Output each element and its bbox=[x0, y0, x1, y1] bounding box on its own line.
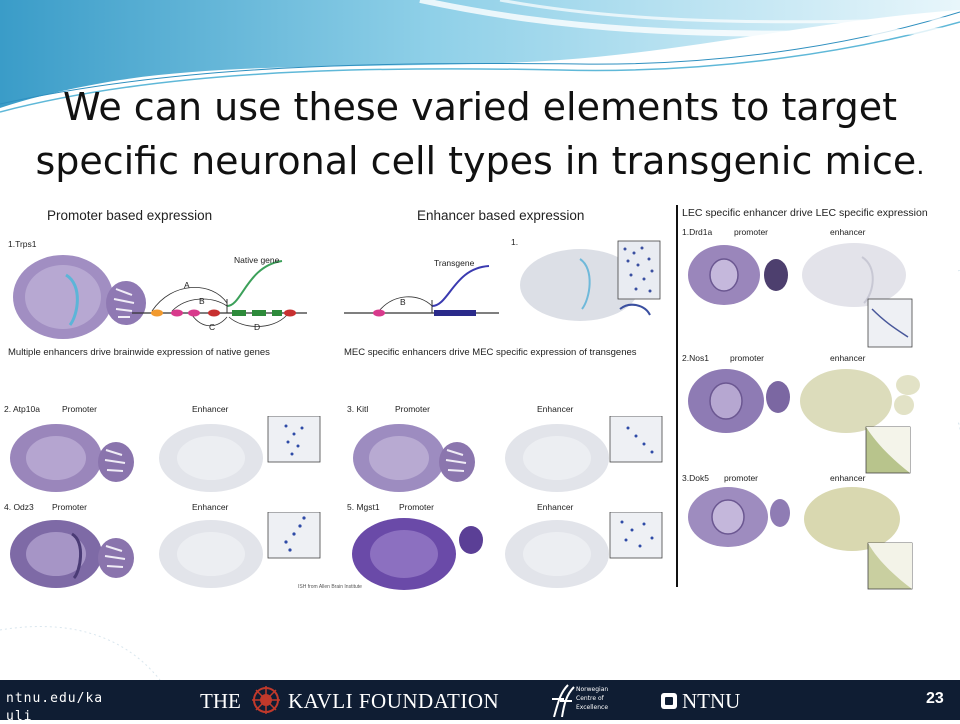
enhancer-header: Enhancer based expression bbox=[417, 208, 585, 223]
kavli-the-text: THE bbox=[200, 689, 241, 713]
enhancer-letter-d: D bbox=[254, 322, 261, 332]
lec-nos1-promoter-image bbox=[688, 369, 790, 433]
brain-mgst1-enhancer-image bbox=[505, 512, 663, 588]
lec-header: LEC specific enhancer drive LEC specific… bbox=[682, 207, 928, 219]
brain-odz3-enhancer-image bbox=[159, 512, 321, 588]
panel-odz3-promoter-label: Promoter bbox=[52, 502, 87, 512]
lec-nos1-enhancer-image bbox=[800, 369, 920, 474]
norwegian-coe-line1: Norwegian bbox=[576, 686, 609, 693]
brain-mgst1-promoter-image bbox=[352, 518, 483, 590]
panel-atp10a-label: 2. Atp10a bbox=[4, 404, 40, 414]
slide-title-text: We can use these varied elements to targ… bbox=[35, 85, 917, 183]
norwegian-coe-logo-icon bbox=[552, 684, 575, 717]
panel-odz3-enhancer-label: Enhancer bbox=[192, 502, 229, 512]
transgene-label: Transgene bbox=[434, 258, 475, 268]
lec-drd1a-label: 1.Drd1a bbox=[682, 227, 713, 237]
brain-kitl-enhancer-image bbox=[505, 416, 663, 492]
caption-transgenes: MEC specific enhancers drive MEC specifi… bbox=[344, 347, 637, 358]
brain-odz3-promoter-image bbox=[10, 520, 134, 588]
panel-kitl-label: 3. Kitl bbox=[347, 404, 369, 414]
background-circles-decoration bbox=[0, 626, 161, 680]
enhancer-letter-c: C bbox=[209, 322, 216, 332]
panel-mgst1-promoter-label: Promoter bbox=[399, 502, 434, 512]
norwegian-coe-line3: Excellence bbox=[576, 704, 609, 711]
lec-drd1a-promoter-image bbox=[688, 245, 788, 305]
figure-expression-diagram: Promoter based expression Enhancer based… bbox=[2, 203, 666, 363]
norwegian-coe-line2: Centre of bbox=[576, 695, 604, 702]
allen-credit-label: ISH from Allen Brain Institute bbox=[298, 584, 362, 590]
brain-kitl-promoter-image bbox=[353, 424, 475, 492]
enhancer-letter-b-right: B bbox=[400, 297, 406, 307]
lec-dok5-enhancer-label: enhancer bbox=[830, 473, 866, 483]
kavli-logo-icon bbox=[252, 686, 280, 714]
lec-nos1-enhancer-label: enhancer bbox=[830, 353, 866, 363]
brain-section-enhancer-image bbox=[520, 240, 661, 321]
lec-dok5-enhancer-image bbox=[804, 487, 913, 590]
slide-title-period: . bbox=[916, 151, 925, 181]
brain-section-trps1-image bbox=[13, 255, 146, 339]
panel-atp10a-enhancer-label: Enhancer bbox=[192, 404, 229, 414]
promoter-header: Promoter based expression bbox=[47, 208, 213, 223]
panel-odz3-label: 4. Odz3 bbox=[4, 502, 34, 512]
panel-kitl-enhancer-label: Enhancer bbox=[537, 404, 574, 414]
caption-native-genes: Multiple enhancers drive brainwide expre… bbox=[8, 347, 270, 358]
enhancer-letter-b: B bbox=[199, 296, 205, 306]
panel-kitl-promoter-label: Promoter bbox=[395, 404, 430, 414]
footer-url-link-line2[interactable]: uli bbox=[6, 709, 33, 724]
kavli-foundation-text: KAVLI FOUNDATION bbox=[288, 689, 500, 713]
lec-dok5-promoter-image bbox=[688, 487, 790, 547]
slide-title: We can use these varied elements to targ… bbox=[0, 80, 960, 193]
native-gene-diagram bbox=[132, 260, 307, 327]
ntnu-logo-icon bbox=[661, 693, 677, 709]
panel-number-label: 1. bbox=[511, 237, 519, 247]
brain-atp10a-promoter-image bbox=[10, 424, 134, 492]
figure-lec-panels: LEC specific enhancer drive LEC specific… bbox=[680, 203, 958, 591]
panel-atp10a-promoter-label: Promoter bbox=[62, 404, 97, 414]
figure-divider-line bbox=[676, 205, 678, 587]
lec-drd1a-enhancer-image bbox=[802, 243, 913, 348]
page-number: 23 bbox=[926, 690, 944, 707]
top-wave-decoration bbox=[0, 0, 960, 113]
enhancer-letter-a: A bbox=[184, 280, 190, 290]
lec-drd1a-promoter-label: promoter bbox=[734, 227, 769, 237]
lec-nos1-label: 2.Nos1 bbox=[682, 353, 709, 363]
lec-nos1-promoter-label: promoter bbox=[730, 353, 765, 363]
native-gene-label: Native gene bbox=[234, 255, 280, 265]
figure-allen-ish-panels: 2. Atp10a Promoter Enhancer 3. Kitl Prom… bbox=[2, 398, 666, 594]
ntnu-text: NTNU bbox=[682, 689, 741, 713]
lec-dok5-label: 3.Dok5 bbox=[682, 473, 709, 483]
footer-bar: ntnu.edu/ka uli THE KAVLI FOUNDATION Nor… bbox=[0, 680, 960, 724]
panel-mgst1-enhancer-label: Enhancer bbox=[537, 502, 574, 512]
lec-drd1a-enhancer-label: enhancer bbox=[830, 227, 866, 237]
lec-dok5-promoter-label: promoter bbox=[724, 473, 759, 483]
sample-label-trps1: 1.Trps1 bbox=[8, 239, 37, 249]
footer-url-link[interactable]: ntnu.edu/ka bbox=[6, 691, 104, 706]
brain-atp10a-enhancer-image bbox=[159, 416, 321, 492]
transgene-diagram bbox=[344, 265, 499, 317]
panel-mgst1-label: 5. Mgst1 bbox=[347, 502, 380, 512]
